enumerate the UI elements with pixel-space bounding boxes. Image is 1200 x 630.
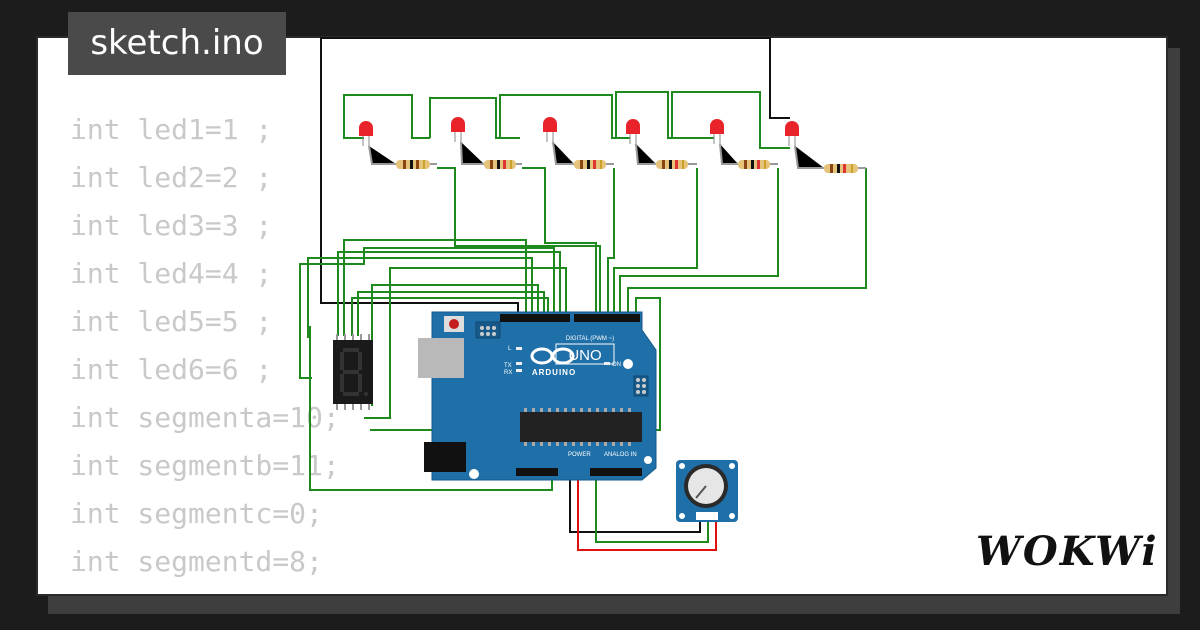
wokwi-logo: WOKWi [976,528,1159,575]
resistor-3[interactable] [574,160,606,169]
pot-gnd-wire [569,478,701,533]
led-1[interactable] [359,121,373,146]
led-wires [343,91,867,322]
reset-button-cap [449,319,459,329]
power-jack [424,442,466,472]
led-4[interactable] [626,119,640,144]
resistor-5[interactable] [738,160,770,169]
digital-header-right [574,314,640,322]
code-line: int segmentd=8; [70,545,323,578]
pot-vcc-wire [577,478,717,551]
file-tab[interactable]: sketch.ino [68,12,286,75]
analog-label: ANALOG IN [604,452,637,458]
resistor-leads [368,141,866,169]
code-line: int led5=5 ; [70,305,273,338]
led-3[interactable] [543,117,557,142]
code-line: int led3=3 ; [70,209,273,242]
resistor-1[interactable] [396,160,430,169]
code-line: int led1=1 ; [70,113,273,146]
on-label: ON [612,362,621,368]
led-5[interactable] [710,119,724,144]
digital-header-left [500,314,570,322]
arduino-uno-board[interactable]: UNO ARDUINO DIGITAL (PWM ~) POWER ANALOG… [418,311,657,481]
code-line: int led2=2 ; [70,161,273,194]
board-name: UNO [568,347,601,364]
resistor-4[interactable] [656,160,688,169]
code-line: int segmente=9; [70,586,340,594]
board-brand: ARDUINO [532,368,576,377]
code-line: int segmenta=10; [70,401,340,434]
analog-header [590,468,642,476]
digital-label: DIGITAL (PWM ~) [566,336,614,342]
led-2[interactable] [451,117,465,142]
pot-signal-wire [595,478,709,543]
ground-wire [320,37,790,322]
l-label: L [508,346,512,352]
power-header [516,468,558,476]
rx-label: RX [504,370,512,376]
usb-connector [418,338,464,378]
code-listing: int led1=1 ; int led2=2 ; int led3=3 ; i… [70,106,340,594]
seven-segment-display-icon[interactable] [333,334,373,410]
segment-wires [299,239,661,491]
tx-label: TX [504,363,512,369]
power-label: POWER [568,452,591,458]
code-line: int led4=4 ; [70,257,273,290]
code-line: int segmentc=0; [70,497,323,530]
potentiometer-icon[interactable] [676,460,738,522]
resistor-2[interactable] [484,160,516,169]
code-line: int segmentb=11; [70,449,340,482]
resistor-6[interactable] [824,164,858,173]
led-6[interactable] [785,121,799,146]
microcontroller-chip [520,412,642,442]
code-line: int led6=6 ; [70,353,273,386]
